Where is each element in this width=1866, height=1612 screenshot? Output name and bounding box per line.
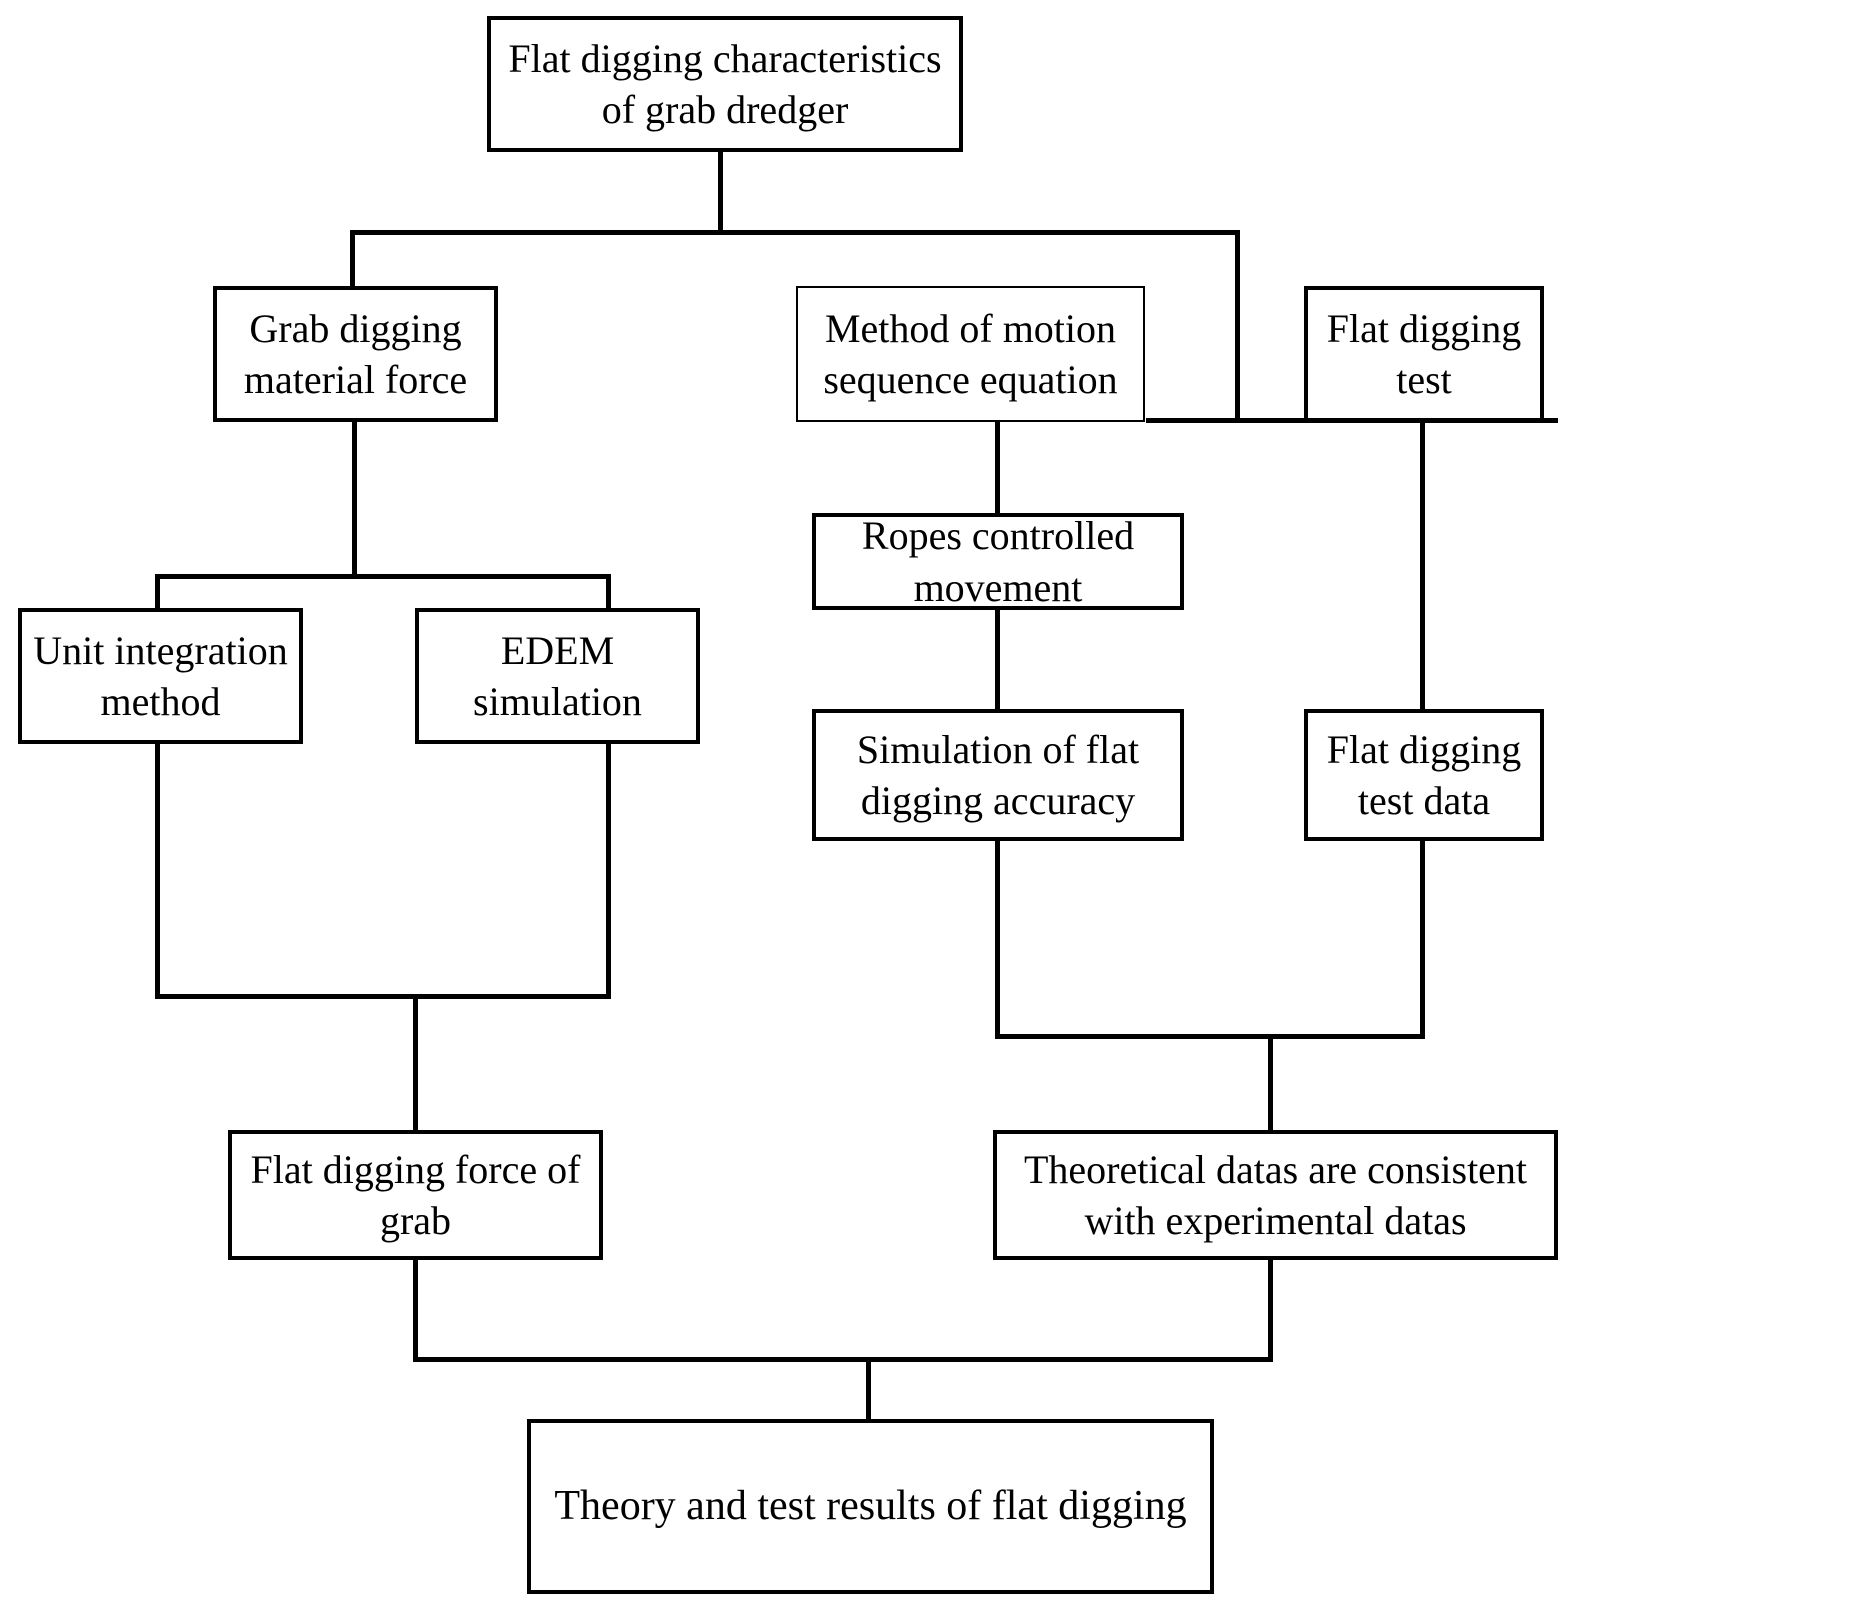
- node-flat-digging-test[interactable]: Flat digging test: [1304, 286, 1544, 422]
- node-grab-digging-material-force-label: Grab digging material force: [243, 305, 468, 402]
- node-ropes-controlled-movement[interactable]: Ropes controlled movement: [812, 513, 1184, 610]
- edge-unit-integration-stem: [155, 740, 160, 998]
- edge-final-bus: [413, 1357, 1273, 1362]
- node-unit-integration-method-label: Unit integration method: [33, 627, 288, 724]
- edge-bus-right-drop: [1235, 230, 1240, 422]
- edge-grabforce-bus: [155, 574, 611, 579]
- edge-method-to-ropes: [995, 420, 1000, 517]
- node-method-of-motion-sequence-equation-label: Method of motion sequence equation: [823, 305, 1118, 402]
- node-simulation-of-flat-digging-accuracy[interactable]: Simulation of flat digging accuracy: [812, 709, 1184, 841]
- node-flat-digging-test-label: Flat digging test: [1326, 305, 1522, 402]
- node-ropes-controlled-movement-label: Ropes controlled movement: [861, 513, 1135, 610]
- node-theoretical-datas-consistent-label: Theoretical datas are consistent with ex…: [1023, 1146, 1528, 1243]
- node-unit-integration-method[interactable]: Unit integration method: [18, 608, 303, 744]
- edge-edem-stem: [606, 740, 611, 998]
- edge-final-to-results: [866, 1357, 871, 1421]
- node-flat-digging-test-data[interactable]: Flat digging test data: [1304, 709, 1544, 841]
- edge-ropes-to-sim: [995, 606, 1000, 710]
- node-method-of-motion-sequence-equation[interactable]: Method of motion sequence equation: [796, 286, 1145, 422]
- node-root[interactable]: Flat digging characteristics of grab dre…: [487, 16, 963, 152]
- edge-bus-to-grab-force: [350, 230, 355, 288]
- node-flat-digging-test-data-label: Flat digging test data: [1326, 726, 1522, 823]
- node-root-label: Flat digging characteristics of grab dre…: [508, 35, 942, 132]
- node-flat-digging-force-of-grab[interactable]: Flat digging force of grab: [228, 1130, 603, 1260]
- node-grab-digging-material-force[interactable]: Grab digging material force: [213, 286, 498, 422]
- edge-flattest-to-testdata: [1420, 418, 1425, 710]
- node-simulation-of-flat-digging-accuracy-label: Simulation of flat digging accuracy: [856, 726, 1140, 823]
- edge-grabforce-stem: [352, 422, 357, 578]
- edge-root-stem: [718, 150, 723, 234]
- node-edem-simulation-label: EDEM simulation: [473, 627, 642, 724]
- edge-force-merge-bus: [155, 994, 611, 999]
- node-theory-and-test-results-label: Theory and test results of flat digging: [554, 1482, 1187, 1529]
- edge-main-bus: [350, 230, 1240, 235]
- edge-sim-stem: [995, 838, 1000, 1038]
- node-flat-digging-force-of-grab-label: Flat digging force of grab: [250, 1146, 581, 1243]
- edge-testdata-stem: [1420, 838, 1425, 1038]
- node-theory-and-test-results[interactable]: Theory and test results of flat digging: [527, 1419, 1214, 1594]
- edge-bus-to-unit-integration: [155, 574, 160, 610]
- node-theoretical-datas-consistent[interactable]: Theoretical datas are consistent with ex…: [993, 1130, 1558, 1260]
- edge-bus-to-edem: [606, 574, 611, 610]
- node-edem-simulation[interactable]: EDEM simulation: [415, 608, 700, 744]
- edge-right-merge-bus: [995, 1034, 1425, 1039]
